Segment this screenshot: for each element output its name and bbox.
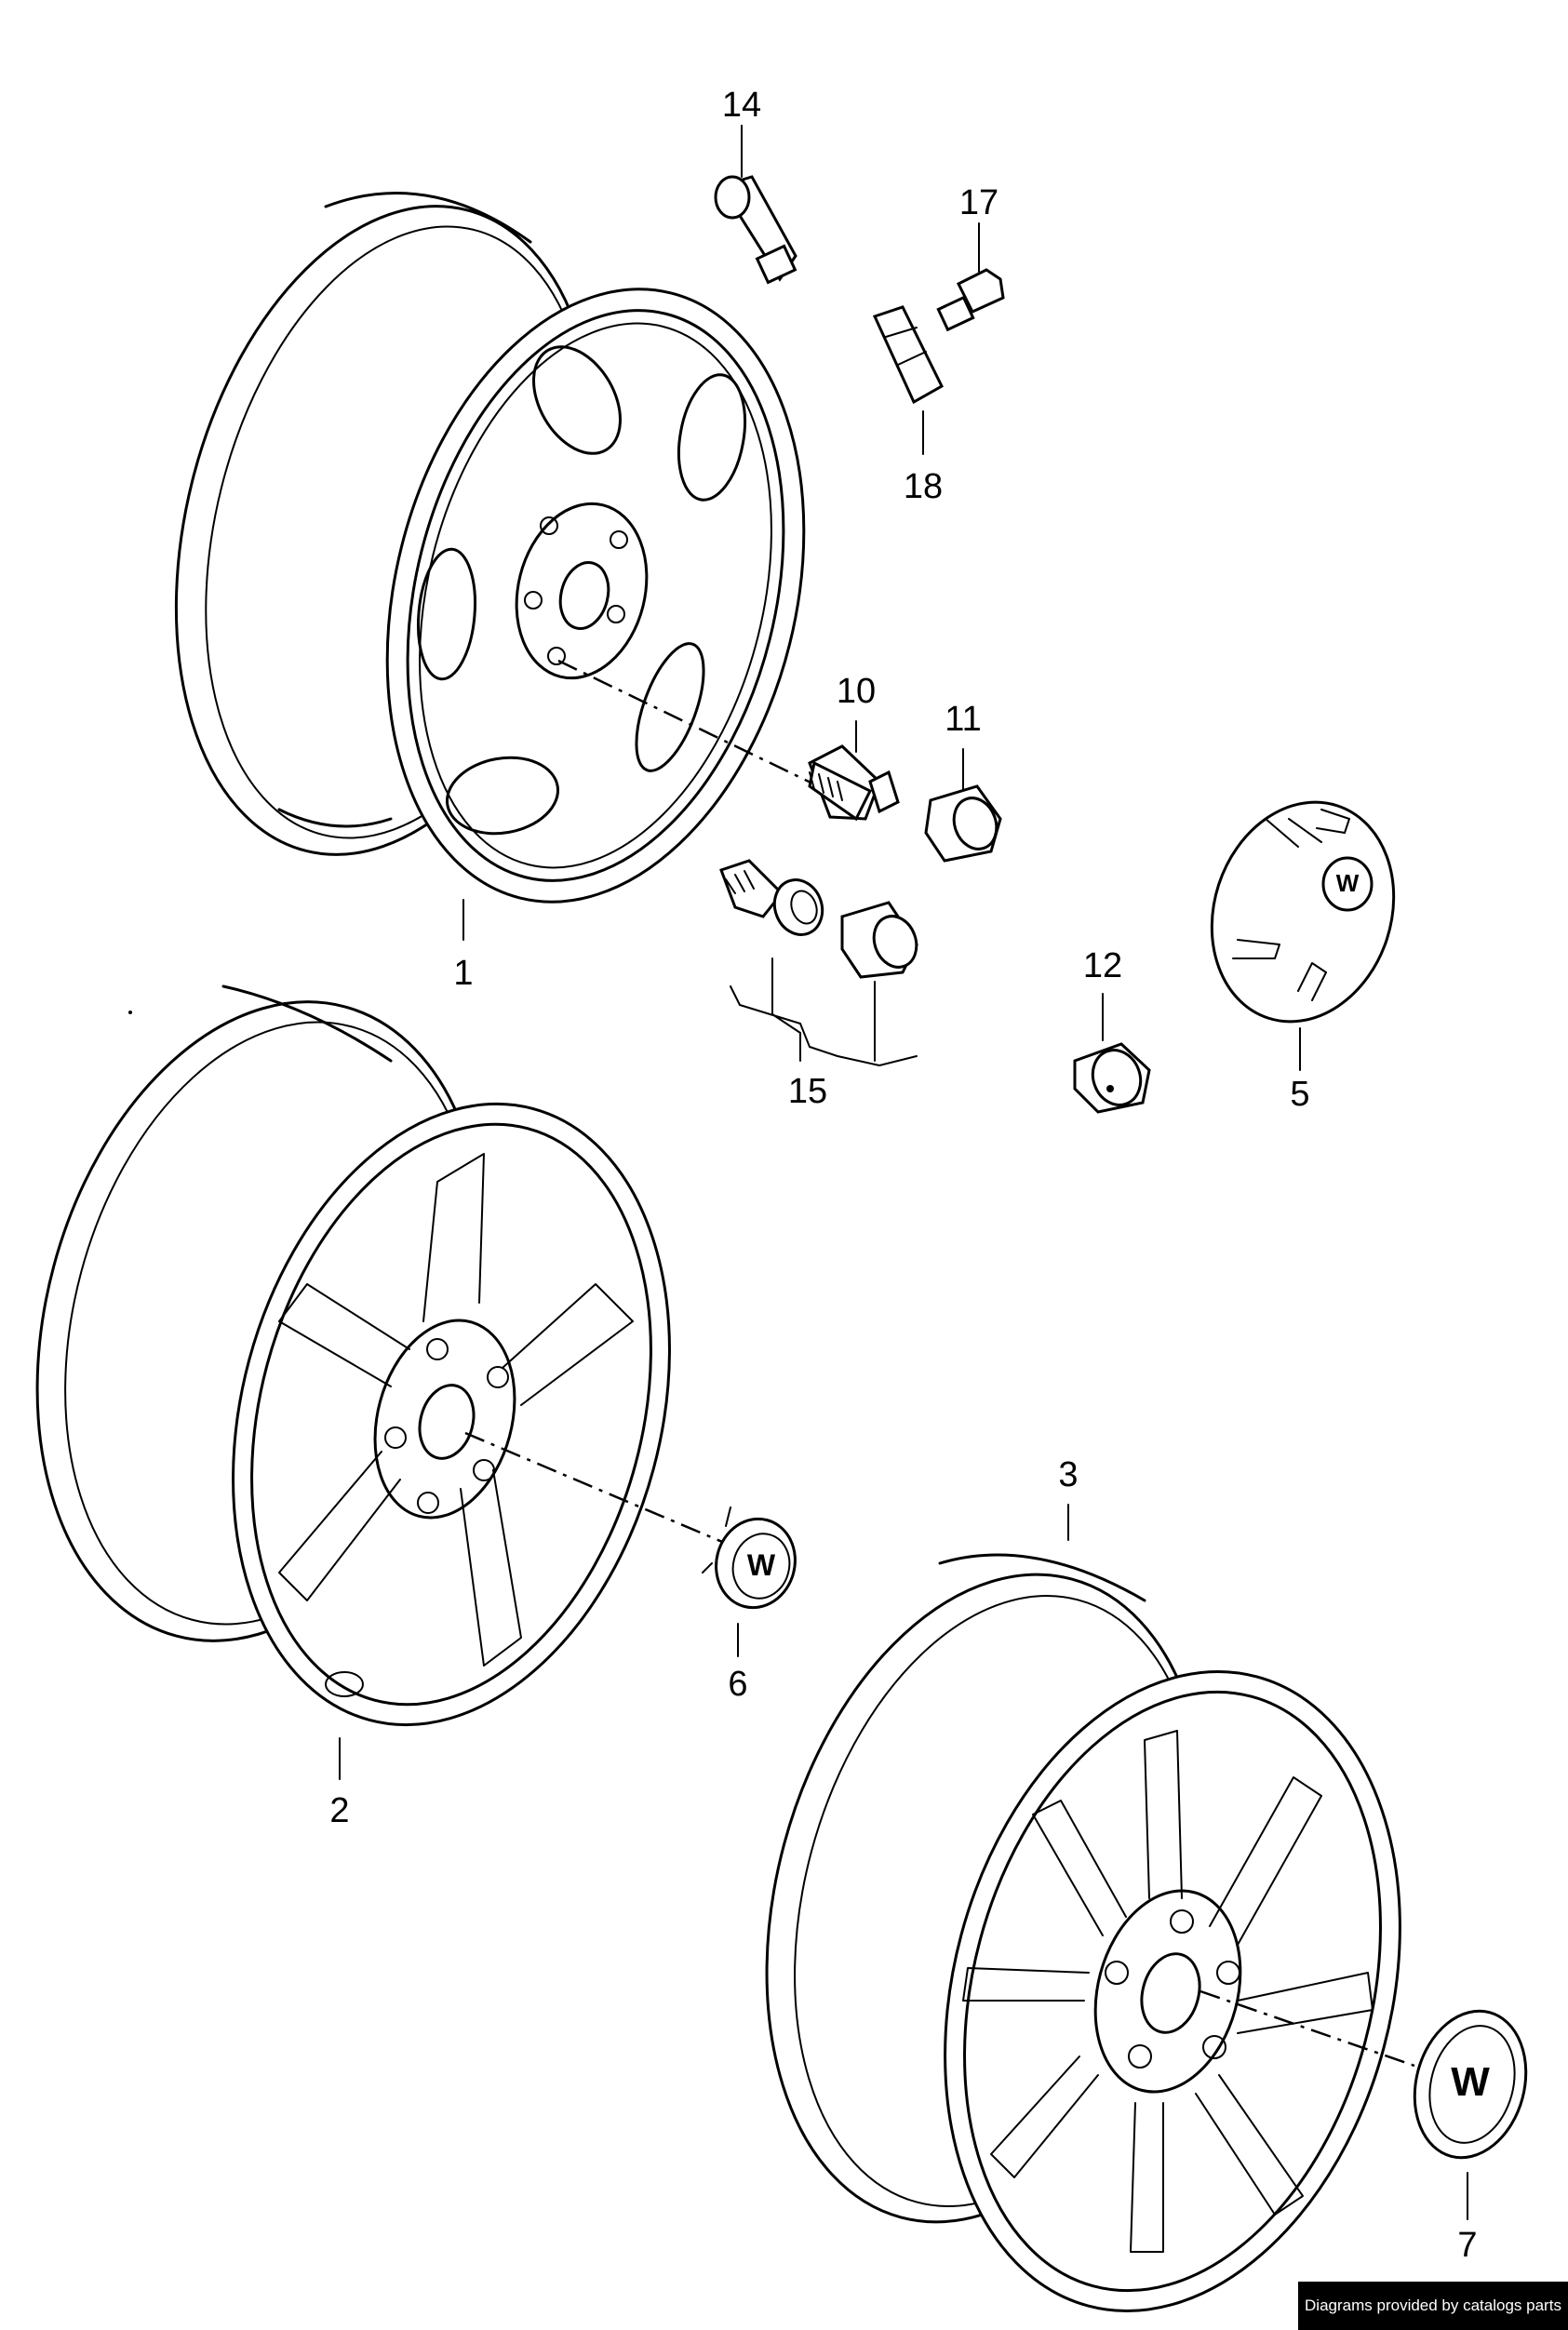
callout-15: 15 [788,1072,827,1111]
wheel-2[interactable] [0,951,735,1780]
callout-18: 18 [904,467,943,506]
footer-credit: Diagrams provided by catalogs parts [1298,2282,1568,2330]
locking-bolt-set[interactable] [719,859,923,1066]
sensor-nut[interactable] [936,222,1005,332]
svg-text:W: W [1336,869,1360,897]
center-cap-7[interactable]: W [1199,1989,1542,2220]
center-cap-6[interactable]: W [464,1431,805,1657]
valve-stem[interactable] [714,125,797,285]
callout-12: 12 [1083,946,1122,985]
wheel-1[interactable] [113,162,865,947]
callout-11: 11 [945,700,981,739]
callout-1: 1 [453,954,473,993]
wheel-bolt[interactable] [557,659,900,822]
wheel-cap[interactable] [1073,993,1151,1114]
wheel-3[interactable] [699,1504,1468,2330]
callout-14: 14 [722,86,761,125]
pressure-sensor[interactable] [872,305,944,455]
callout-17: 17 [959,183,998,222]
svg-text:W: W [747,1548,776,1582]
callout-3: 3 [1058,1455,1078,1494]
callout-6: 6 [728,1665,747,1704]
callout-7: 7 [1457,2226,1477,2265]
callout-2: 2 [329,1791,349,1830]
hub-cap[interactable]: W [1185,779,1422,1071]
bolt-cap[interactable] [924,748,1003,863]
svg-text:W: W [1451,2059,1490,2105]
callout-5: 5 [1290,1075,1309,1114]
callout-10: 10 [837,672,876,711]
